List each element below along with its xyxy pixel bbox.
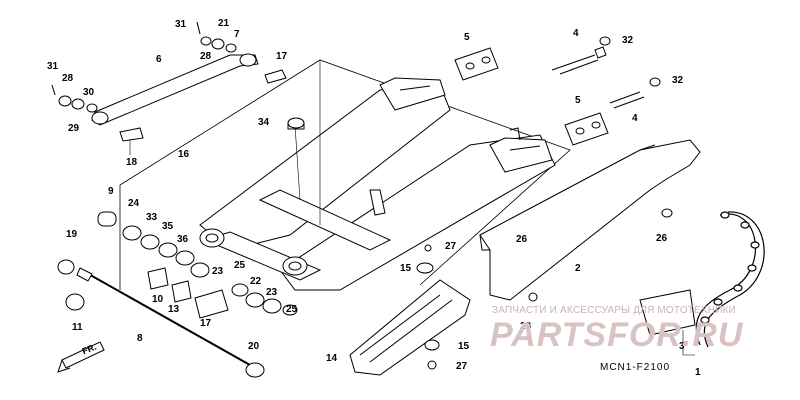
callout-27b: 27 [456, 361, 468, 372]
front-arrow [61, 341, 105, 369]
callout-35: 35 [162, 221, 174, 232]
callout-36: 36 [177, 234, 189, 245]
swingarm [199, 77, 556, 291]
callout-28: 28 [200, 51, 212, 62]
figure-code: MCN1-F2100 [600, 362, 671, 373]
callout-27: 27 [445, 241, 457, 252]
callout-6: 6 [156, 54, 162, 65]
callout-29: 29 [68, 123, 80, 134]
callout-26: 26 [656, 233, 668, 244]
callout-20: 20 [248, 341, 260, 352]
callout-15: 15 [400, 263, 412, 274]
callout-33: 33 [146, 212, 158, 223]
callout-4b: 4 [632, 113, 638, 124]
callout-3: 3 [679, 341, 685, 352]
callout-16: 16 [178, 149, 190, 160]
callout-4: 4 [573, 28, 579, 39]
callout-31b: 31 [47, 61, 59, 72]
watermark-brand: PARTSFOR.RU [490, 316, 744, 354]
torque-rod [91, 53, 259, 126]
callout-14: 14 [326, 353, 338, 364]
pivot-bolt [84, 271, 251, 366]
callout-30: 30 [83, 87, 95, 98]
callout-1: 1 [695, 367, 701, 378]
callout-2: 2 [575, 263, 581, 274]
callout-23: 23 [212, 266, 224, 277]
callout-32: 32 [622, 35, 634, 46]
callout-5: 5 [464, 32, 470, 43]
callout-25b: 25 [286, 304, 298, 315]
callout-15b: 15 [458, 341, 470, 352]
drive-chain [695, 211, 765, 348]
callout-8: 8 [137, 333, 143, 344]
callout-28c: 28 [520, 321, 532, 332]
chain-adjuster-lower [564, 112, 609, 146]
callout-11: 11 [72, 322, 83, 333]
callout-5b: 5 [575, 95, 581, 106]
callout-18: 18 [126, 157, 138, 168]
callout-31: 31 [175, 19, 187, 30]
callout-22: 22 [250, 276, 262, 287]
watermark-tagline: ЗАПЧАСТИ И АКСЕССУАРЫ ДЛЯ МОТОТЕХНИКИ [492, 305, 737, 316]
callout-21: 21 [218, 18, 230, 29]
chain-adjuster-upper [454, 47, 499, 81]
chain-guard [479, 139, 701, 301]
callout-17b: 17 [200, 318, 212, 329]
callout-17: 17 [276, 51, 288, 62]
callout-26b: 26 [516, 234, 528, 245]
callout-19: 19 [66, 229, 78, 240]
callout-7: 7 [234, 29, 240, 40]
callout-9: 9 [108, 186, 114, 197]
callout-32b: 32 [672, 75, 684, 86]
callout-23b: 23 [266, 287, 278, 298]
callout-13: 13 [168, 304, 180, 315]
callout-34: 34 [258, 117, 270, 128]
callout-24: 24 [128, 198, 140, 209]
callout-28b: 28 [62, 73, 74, 84]
callout-25: 25 [234, 260, 246, 271]
callout-10: 10 [152, 294, 164, 305]
chain-slider [349, 279, 471, 376]
